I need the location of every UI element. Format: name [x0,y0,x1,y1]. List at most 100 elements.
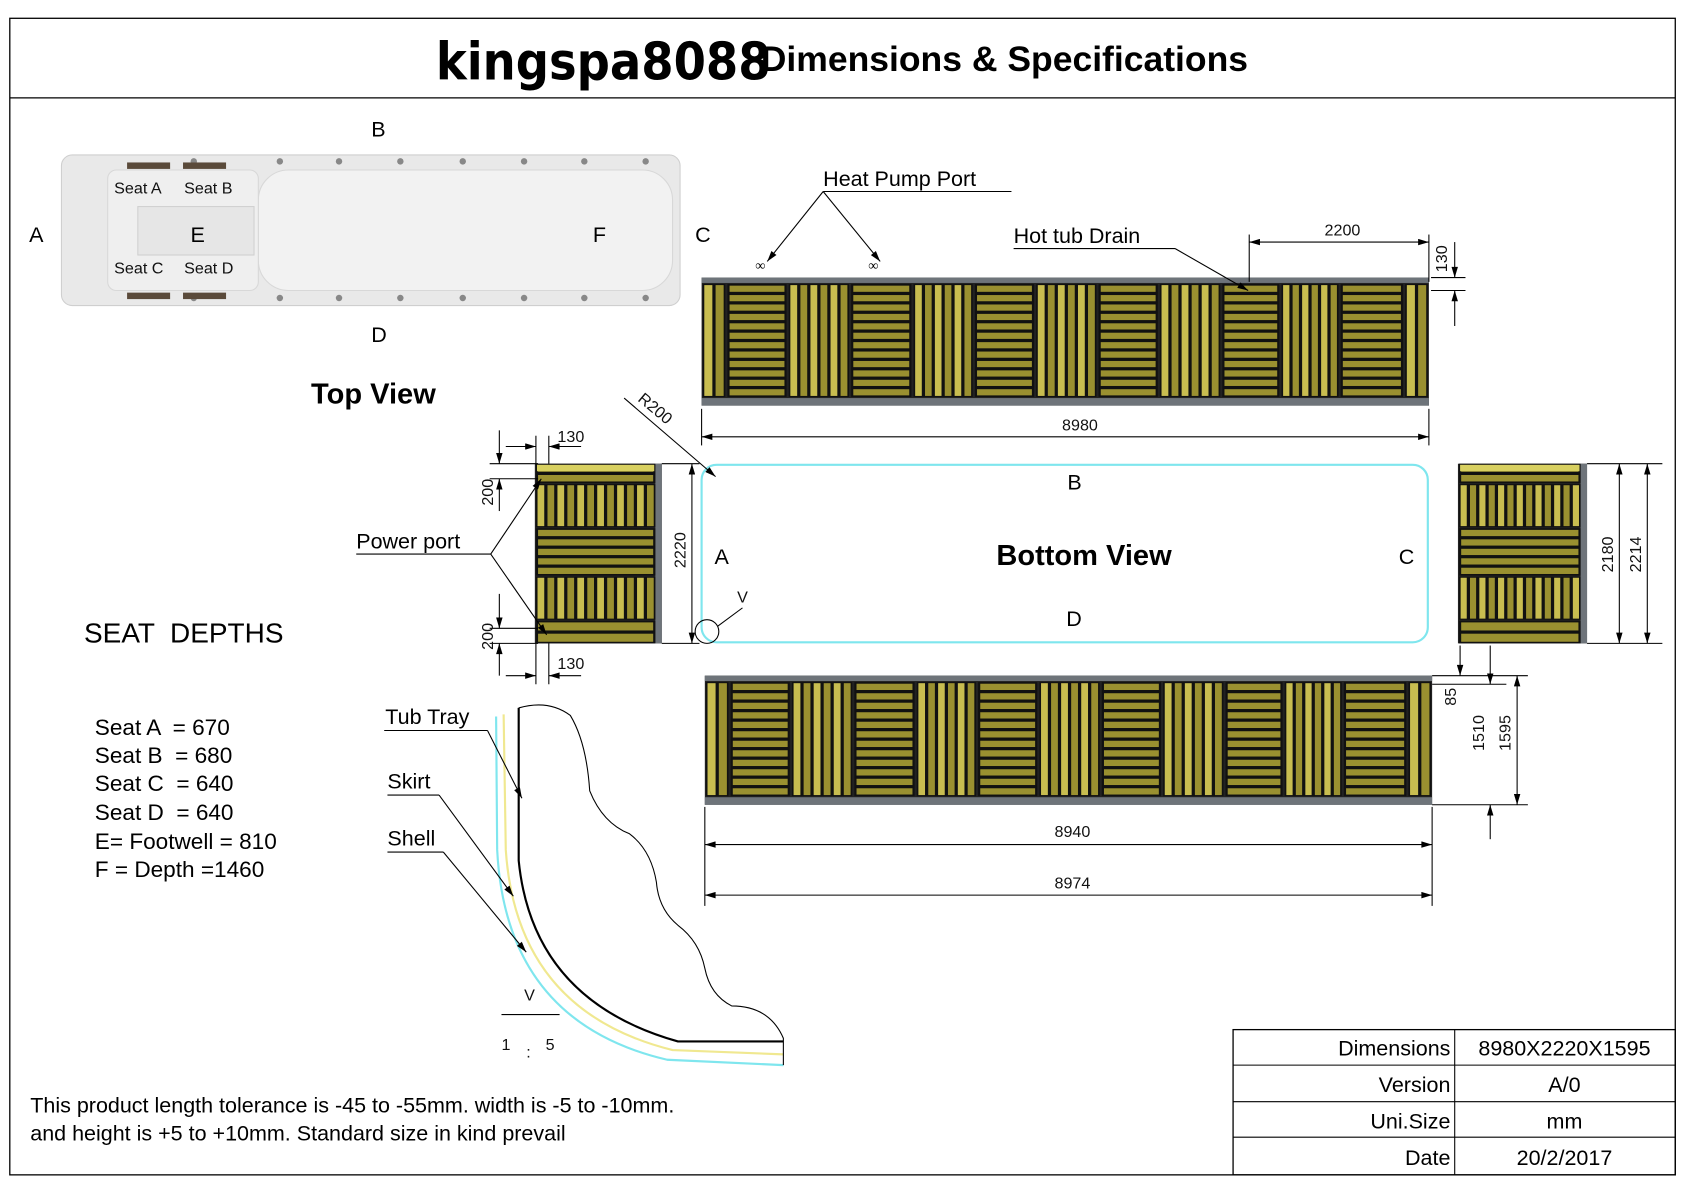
zone-seat-c: Seat C [114,259,164,277]
slat [856,731,913,738]
slat [1488,485,1495,527]
slat [1100,370,1156,377]
slat [928,683,935,796]
slat [1324,683,1331,796]
slat [577,485,585,527]
slat [1321,285,1328,396]
slat [1346,702,1405,710]
seat-depth-item: E= Footwell = 810 [95,829,277,854]
slat [732,693,788,700]
slat [1461,539,1579,546]
slat [1535,485,1542,527]
shell-line [495,716,784,1067]
slat [1333,683,1341,796]
slat [1227,788,1281,795]
slat [1342,370,1401,377]
footwell [137,206,255,256]
power-port-label: Power port [356,530,460,554]
jet-icon [581,158,588,165]
slat [1342,285,1401,292]
slat [732,788,788,795]
slat [1342,342,1401,349]
right-end-annotations: 2180 2214 [1587,463,1663,644]
slat [732,702,788,710]
slat [830,285,838,396]
slat [853,370,910,377]
slat [853,342,910,349]
pillow-icon [127,292,171,300]
slat [800,285,808,396]
seat-depths-title: SEAT DEPTHS [84,617,283,648]
slat [538,633,654,642]
panel-edge [655,463,662,644]
tolerance-note-line-1: This product length tolerance is -45 to … [30,1093,674,1117]
slat [1572,485,1579,527]
slat [1461,558,1579,565]
slat [1224,313,1278,321]
bottom-view: R200 V A B C D Bottom View [623,390,1429,644]
jet-icon [335,294,343,302]
dim-130-top: 130 [557,428,584,446]
slat [1227,731,1281,738]
dim-130-bottom: 130 [557,655,584,673]
left-end-annotations: 130 200 Power port 2220 200 130 [356,428,700,685]
slat [627,485,634,527]
slat [918,683,926,796]
slat [1342,389,1401,396]
slat [810,285,818,396]
slat [1302,285,1309,396]
slat [1286,683,1293,796]
slat [856,740,913,748]
spec-label-unit: Uni.Size [1370,1110,1450,1134]
slat [1406,285,1415,396]
slat [607,485,614,527]
slat [732,683,788,690]
slat [1346,750,1405,757]
slat [1103,683,1159,690]
slat [1342,351,1401,358]
detail-v-section: Tub Tray Skirt Shell V 1 : 5 [384,704,784,1067]
zone-seat-a: Seat A [114,180,162,198]
slat [597,577,604,619]
slat [538,548,654,556]
slat [567,485,575,527]
slat [947,683,955,796]
slat [1100,379,1156,386]
slat [1164,683,1172,796]
slat [856,759,913,767]
slat [1461,567,1579,574]
detail-v-marker [694,619,720,644]
slat [1479,485,1486,527]
slat [715,285,724,396]
slat [1224,360,1278,368]
slat-block [1343,682,1407,797]
slat [732,769,788,776]
dim-width-2220: 2220 [671,532,689,568]
dim-drain-2200: 2200 [1325,222,1361,240]
slat [1346,759,1405,767]
slat [1554,577,1561,619]
panel-cap [704,675,1433,682]
slat [1227,683,1281,690]
bottom-side-a: A [715,545,730,569]
skirt-label: Skirt [387,770,430,794]
slat [1479,577,1486,619]
slat [538,529,654,537]
slat [1100,360,1156,368]
slat [1224,323,1278,330]
slat [1100,342,1156,349]
slat [547,577,555,619]
slat [1041,683,1048,796]
slat-block [788,284,849,397]
slat [1498,485,1505,527]
slat [732,712,788,719]
slat [1544,577,1551,619]
dim-2214: 2214 [1627,536,1645,572]
pillow-icon [127,162,171,169]
slat [856,693,913,700]
slat [597,485,604,527]
slat [980,759,1036,767]
jets [127,158,649,302]
front-annotations: 85 1510 1595 8940 8974 [704,645,1528,906]
zone-seat-d: Seat D [184,259,233,277]
